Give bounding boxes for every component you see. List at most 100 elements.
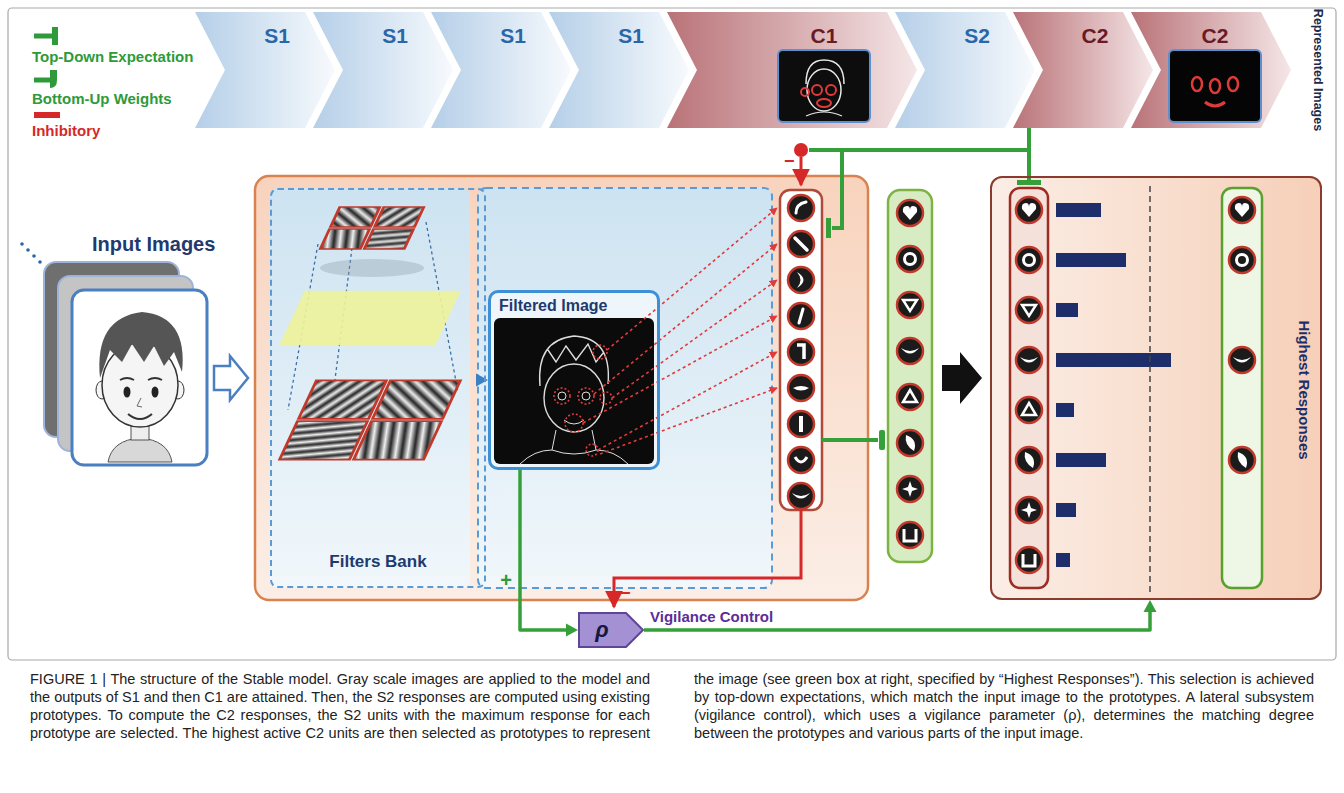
- prototype-column: [788, 447, 814, 473]
- arrow-head: [1144, 600, 1157, 612]
- represented-image: [826, 85, 836, 95]
- input-image-stack: [108, 438, 172, 462]
- inhibit-sign: −: [784, 152, 795, 170]
- legend-label: Top-Down Expectation: [32, 48, 193, 66]
- feedback-wires: [822, 438, 878, 442]
- response-panel: [1016, 297, 1042, 323]
- stage-chevron: C2: [1131, 12, 1291, 128]
- filter-pyramid: [354, 421, 442, 460]
- filtered-image: [554, 345, 612, 456]
- subsystem-label: Vigilance Control: [650, 608, 773, 626]
- prototype-bank: [888, 190, 932, 562]
- represented-image: [812, 85, 822, 95]
- figure-caption: FIGURE 1 | The structure of the Stable m…: [30, 670, 1314, 742]
- input-image-stack: [124, 387, 131, 398]
- input-image-stack: [32, 254, 36, 258]
- stage-chevron-outline: [667, 12, 917, 128]
- prototype-bank: [897, 384, 923, 410]
- input-image-stack: [20, 242, 24, 246]
- filtered-image: [554, 388, 570, 404]
- prototype-bank: [897, 292, 923, 318]
- stage-chevron: S1: [313, 12, 453, 128]
- filtered-image: [600, 392, 612, 404]
- connector: [520, 470, 578, 637]
- filtered-image: [564, 420, 584, 424]
- legend-symbol: [34, 112, 60, 118]
- response-panel: [1016, 497, 1042, 523]
- response-panel: [1222, 188, 1262, 588]
- parameter-symbol: ρ: [578, 612, 626, 648]
- response-panel: [1056, 553, 1070, 567]
- represented-image: [1205, 102, 1225, 106]
- filtered-image: [598, 352, 777, 450]
- filtered-image: [600, 388, 777, 454]
- response-panel: [1016, 347, 1042, 373]
- prototype-bank: [897, 476, 923, 502]
- response-panel: [1229, 197, 1255, 223]
- match-arrow: [942, 352, 982, 404]
- stage-chevron-outline: [1013, 12, 1153, 128]
- panel-title: Highest Responses: [1295, 320, 1313, 459]
- stage-label: C1: [811, 24, 838, 48]
- stage-label: S1: [264, 24, 290, 48]
- response-panel: [1016, 197, 1042, 223]
- legend-label: Bottom-Up Weights: [32, 90, 172, 108]
- represented-image: [817, 99, 831, 107]
- stage-chevron-outline: [431, 12, 571, 128]
- feedback-wires: [1027, 128, 1031, 180]
- represented-image: [1169, 50, 1261, 122]
- filtered-image: [520, 430, 628, 464]
- filtered-image: [583, 316, 777, 423]
- response-panel: [1056, 403, 1074, 417]
- prototype-bank: [897, 200, 923, 226]
- stage-chevron-outline: [313, 12, 453, 128]
- input-image-stack: [137, 398, 142, 407]
- filtered-image: [489, 291, 659, 469]
- response-panel: [1016, 547, 1042, 573]
- filtered-image: [593, 345, 607, 359]
- prototype-bank: [897, 338, 923, 364]
- input-image-stack: [152, 387, 159, 398]
- filter-pyramid: [279, 291, 460, 346]
- stage-label: S1: [618, 24, 644, 48]
- response-panel: [1229, 247, 1255, 273]
- feedback-wires: [1017, 180, 1041, 185]
- filter-pyramid: [299, 380, 387, 419]
- connector-label: +: [500, 570, 512, 590]
- legend-symbol: [34, 78, 50, 83]
- response-panel: [1016, 397, 1042, 423]
- stage-chevron-outline: [1131, 12, 1291, 128]
- response-panel: [1056, 353, 1171, 367]
- stage-label: C2: [1202, 24, 1229, 48]
- prototype-column: [788, 339, 814, 365]
- response-panel: [1016, 447, 1042, 473]
- stage-chevron: S1: [431, 12, 571, 128]
- prototype-column: [780, 190, 822, 510]
- stage-chevron: S1: [549, 12, 689, 128]
- represented-image: [1192, 77, 1202, 91]
- prototype-column: [788, 303, 814, 329]
- highest-responses-panel: Highest Responses: [990, 176, 1322, 600]
- filtered-image: [607, 208, 777, 350]
- stage-chevron: S1: [195, 12, 335, 128]
- input-image-stack: [99, 312, 182, 378]
- response-panel: [1010, 188, 1048, 588]
- feedback-wires: [879, 430, 885, 450]
- response-panel: [1229, 347, 1255, 373]
- represented-image: [806, 112, 842, 116]
- represented-image: [1228, 77, 1238, 91]
- feedback-wires: [794, 143, 808, 157]
- legend-symbol: [50, 70, 57, 88]
- response-panel: [1056, 303, 1078, 317]
- filter-pyramid: [320, 229, 369, 249]
- stage-chevron-outline: [895, 12, 1035, 128]
- stage-chevron: C2: [1013, 12, 1153, 128]
- panel-title: Filters Bank: [272, 552, 484, 572]
- figure-frame: [8, 8, 1336, 660]
- response-panel: [990, 176, 1322, 600]
- represented-image: [1210, 79, 1220, 93]
- feedback-wires: [614, 510, 801, 607]
- represented-image: [1169, 50, 1261, 122]
- prototype-column: [788, 231, 814, 257]
